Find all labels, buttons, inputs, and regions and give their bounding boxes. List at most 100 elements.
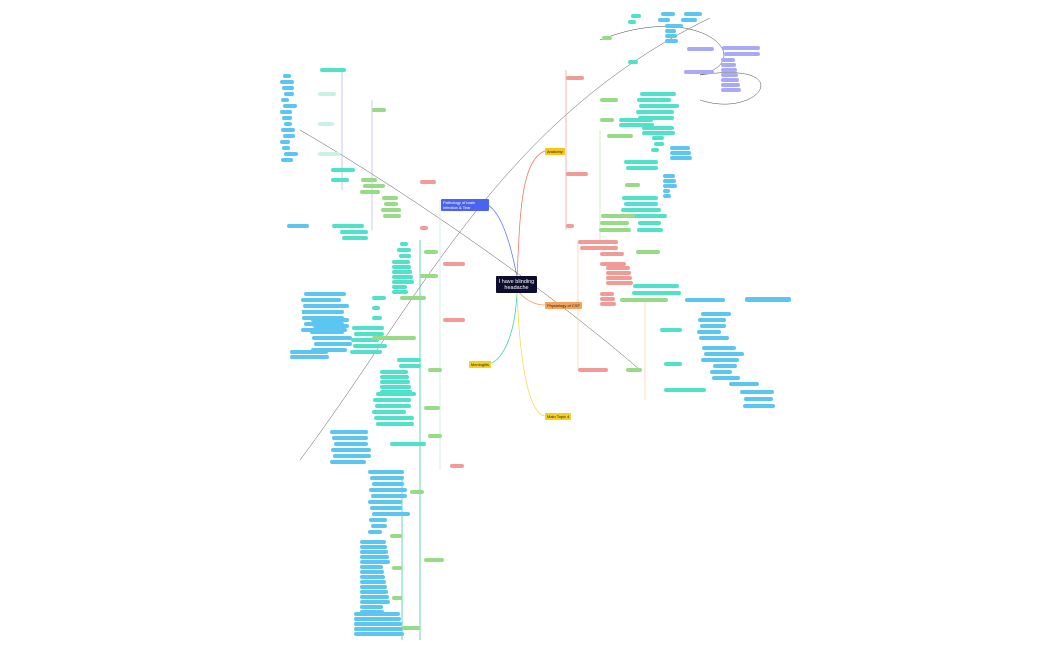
subtopic-node[interactable] (281, 98, 289, 102)
subtopic-node[interactable] (664, 362, 682, 366)
subtopic-node[interactable] (420, 226, 428, 230)
subtopic-node[interactable] (638, 116, 674, 120)
subtopic-node[interactable] (606, 281, 633, 285)
subtopic-node[interactable] (702, 346, 736, 350)
subtopic-node[interactable] (619, 118, 653, 122)
subtopic-node[interactable] (566, 224, 574, 228)
subtopic-node[interactable] (428, 434, 442, 438)
subtopic-node[interactable] (664, 388, 706, 392)
subtopic-node[interactable] (392, 285, 407, 289)
subtopic-node[interactable] (372, 306, 380, 310)
subtopic-node[interactable] (600, 221, 629, 225)
subtopic-node[interactable] (400, 242, 408, 246)
subtopic-node[interactable] (721, 58, 735, 62)
subtopic-node[interactable] (633, 284, 679, 288)
subtopic-node[interactable] (670, 156, 692, 160)
subtopic-node[interactable] (354, 332, 384, 336)
subtopic-node[interactable] (654, 142, 664, 146)
subtopic-node[interactable] (420, 180, 436, 184)
subtopic-node[interactable] (580, 246, 618, 250)
subtopic-node[interactable] (373, 398, 411, 402)
subtopic-node[interactable] (663, 194, 671, 198)
central-topic[interactable]: I have blinding headache (496, 276, 537, 293)
subtopic-node[interactable] (701, 312, 731, 316)
subtopic-node[interactable] (372, 336, 416, 340)
subtopic-node[interactable] (602, 36, 612, 40)
subtopic-node[interactable] (333, 454, 371, 458)
subtopic-node[interactable] (399, 254, 411, 258)
main-topic-anatomy[interactable]: Anatomy (545, 148, 565, 155)
subtopic-node[interactable] (663, 179, 676, 183)
subtopic-node[interactable] (698, 318, 726, 322)
subtopic-node[interactable] (300, 310, 344, 314)
subtopic-node[interactable] (661, 12, 675, 16)
subtopic-node[interactable] (290, 350, 328, 354)
subtopic-node[interactable] (282, 116, 292, 120)
subtopic-node[interactable] (314, 342, 352, 346)
subtopic-node[interactable] (721, 83, 740, 87)
subtopic-node[interactable] (304, 292, 346, 296)
subtopic-node[interactable] (369, 488, 407, 492)
subtopic-node[interactable] (566, 172, 588, 176)
subtopic-node[interactable] (380, 385, 411, 389)
subtopic-node[interactable] (397, 358, 421, 362)
subtopic-node[interactable] (599, 228, 631, 232)
subtopic-node[interactable] (340, 230, 368, 234)
subtopic-node[interactable] (342, 236, 368, 240)
subtopic-node[interactable] (330, 430, 368, 434)
subtopic-node[interactable] (332, 436, 368, 440)
subtopic-node[interactable] (607, 134, 633, 138)
subtopic-node[interactable] (331, 448, 371, 452)
subtopic-node[interactable] (354, 622, 402, 626)
subtopic-node[interactable] (380, 380, 410, 384)
subtopic-node[interactable] (376, 392, 416, 396)
main-topic-physiology-csf[interactable]: Physiology of CSF (545, 302, 582, 309)
subtopic-node[interactable] (652, 136, 664, 140)
subtopic-node[interactable] (380, 375, 409, 379)
subtopic-node[interactable] (606, 276, 632, 280)
subtopic-node[interactable] (360, 575, 385, 579)
subtopic-node[interactable] (368, 470, 404, 474)
subtopic-node[interactable] (600, 302, 616, 306)
subtopic-node[interactable] (374, 416, 414, 420)
subtopic-node[interactable] (332, 224, 364, 228)
subtopic-node[interactable] (283, 104, 297, 108)
subtopic-node[interactable] (638, 221, 661, 225)
subtopic-node[interactable] (360, 190, 380, 194)
subtopic-node[interactable] (370, 506, 402, 510)
subtopic-node[interactable] (397, 248, 411, 252)
subtopic-node[interactable] (371, 524, 387, 528)
subtopic-node[interactable] (640, 92, 676, 96)
subtopic-node[interactable] (360, 545, 387, 549)
subtopic-node[interactable] (331, 168, 355, 172)
subtopic-node[interactable] (670, 146, 690, 150)
subtopic-node[interactable] (699, 336, 729, 340)
subtopic-node[interactable] (372, 410, 406, 414)
subtopic-node[interactable] (384, 202, 398, 206)
subtopic-node[interactable] (392, 265, 411, 269)
subtopic-node[interactable] (350, 350, 382, 354)
subtopic-node[interactable] (311, 348, 347, 352)
subtopic-node[interactable] (368, 500, 402, 504)
subtopic-node[interactable] (729, 382, 759, 386)
subtopic-node[interactable] (639, 214, 667, 218)
subtopic-node[interactable] (283, 134, 295, 138)
subtopic-node[interactable] (287, 224, 309, 228)
subtopic-node[interactable] (622, 196, 658, 200)
subtopic-node[interactable] (372, 316, 382, 320)
subtopic-node[interactable] (620, 298, 668, 302)
subtopic-node[interactable] (372, 512, 410, 516)
subtopic-node[interactable] (601, 214, 635, 218)
subtopic-node[interactable] (354, 612, 400, 616)
subtopic-node[interactable] (660, 328, 682, 332)
subtopic-node[interactable] (740, 390, 774, 394)
subtopic-node[interactable] (360, 585, 387, 589)
subtopic-node[interactable] (354, 627, 403, 631)
main-topic-meningitis[interactable]: Meningitis (469, 361, 492, 368)
subtopic-node[interactable] (380, 370, 408, 374)
subtopic-node[interactable] (392, 290, 408, 294)
subtopic-node[interactable] (428, 368, 442, 372)
subtopic-node[interactable] (424, 406, 440, 410)
subtopic-node[interactable] (713, 364, 737, 368)
subtopic-node[interactable] (606, 266, 630, 270)
